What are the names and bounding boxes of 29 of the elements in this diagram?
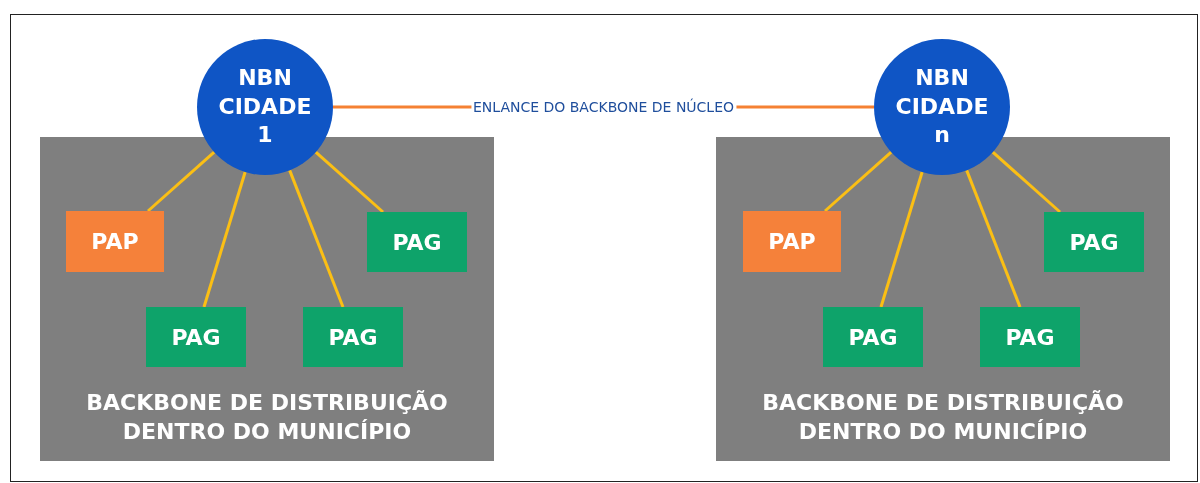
connector-line [147, 151, 216, 213]
access-point-box [367, 212, 467, 272]
access-point-box [823, 307, 923, 367]
box-label: PAG [1069, 229, 1119, 255]
edge-label: ENLANCE DO BACKBONE DE NÚCLEO [470, 99, 737, 115]
access-point-box [743, 211, 841, 272]
box-label: PAG [848, 324, 898, 350]
access-point-box [980, 307, 1080, 367]
box-label: PAG [392, 229, 442, 255]
access-point-box [1044, 212, 1144, 272]
connector-line [288, 169, 345, 308]
connector-line [824, 151, 893, 213]
box-label: PAP [91, 229, 139, 254]
hub-label: NBN CIDADE n [894, 64, 990, 150]
connector-line [202, 171, 247, 308]
connector-line [991, 151, 1061, 214]
connector-line [879, 171, 924, 308]
panel-label: BACKBONE DE DISTRIBUIÇÃO DENTRO DO MUNICÍPIO [761, 388, 1125, 447]
connector-line [965, 169, 1022, 308]
box-label: PAG [1005, 324, 1055, 350]
box-label: PAG [328, 324, 378, 350]
connector-line [314, 151, 384, 214]
box-label: PAG [171, 324, 221, 350]
access-point-box [146, 307, 246, 367]
box-label: PAP [768, 229, 816, 254]
panel-label: BACKBONE DE DISTRIBUIÇÃO DENTRO DO MUNICÍPIO [85, 388, 449, 447]
access-point-box [66, 211, 164, 272]
access-point-box [303, 307, 403, 367]
hub-label: NBN CIDADE 1 [217, 64, 313, 150]
